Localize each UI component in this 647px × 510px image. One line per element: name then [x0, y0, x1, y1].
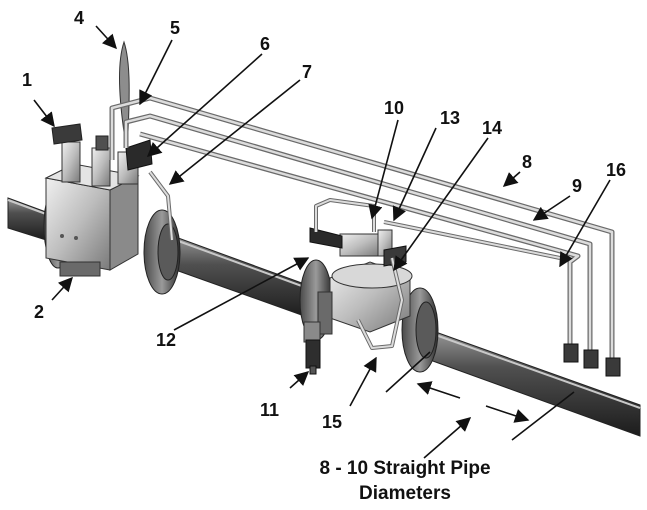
callout-5: 5 [170, 18, 180, 38]
main-pipe [7, 197, 641, 437]
pilot-stack-left [51, 123, 153, 187]
caption-line-1: 8 - 10 Straight Pipe [319, 458, 491, 479]
straight-pipe-caption: 8 - 10 Straight Pipe Diameters [250, 456, 560, 506]
callout-numbers: 1 2 4 5 6 7 8 9 10 11 12 13 14 15 16 [22, 8, 626, 432]
drain-assembly [303, 321, 321, 375]
callout-1: 1 [22, 70, 32, 90]
callout-12: 12 [156, 330, 176, 350]
callout-15: 15 [322, 412, 342, 432]
dimension-marks [385, 351, 575, 459]
flange-secondary-outlet [401, 287, 439, 373]
callout-2: 2 [34, 302, 44, 322]
callout-9: 9 [572, 176, 582, 196]
callout-8: 8 [522, 152, 532, 172]
leader-lines [33, 25, 611, 407]
handle-lever [119, 40, 130, 133]
callout-16: 16 [606, 160, 626, 180]
flange-main-valve-outlet [143, 209, 181, 295]
regulator-body [317, 261, 413, 335]
callout-7: 7 [302, 62, 312, 82]
callout-6: 6 [260, 34, 270, 54]
callout-4: 4 [74, 8, 84, 28]
callout-11: 11 [260, 400, 279, 420]
callout-13: 13 [440, 108, 460, 128]
caption-line-2: Diameters [359, 483, 451, 504]
callout-14: 14 [482, 118, 502, 138]
callout-10: 10 [384, 98, 404, 118]
tap-fittings [563, 343, 621, 377]
